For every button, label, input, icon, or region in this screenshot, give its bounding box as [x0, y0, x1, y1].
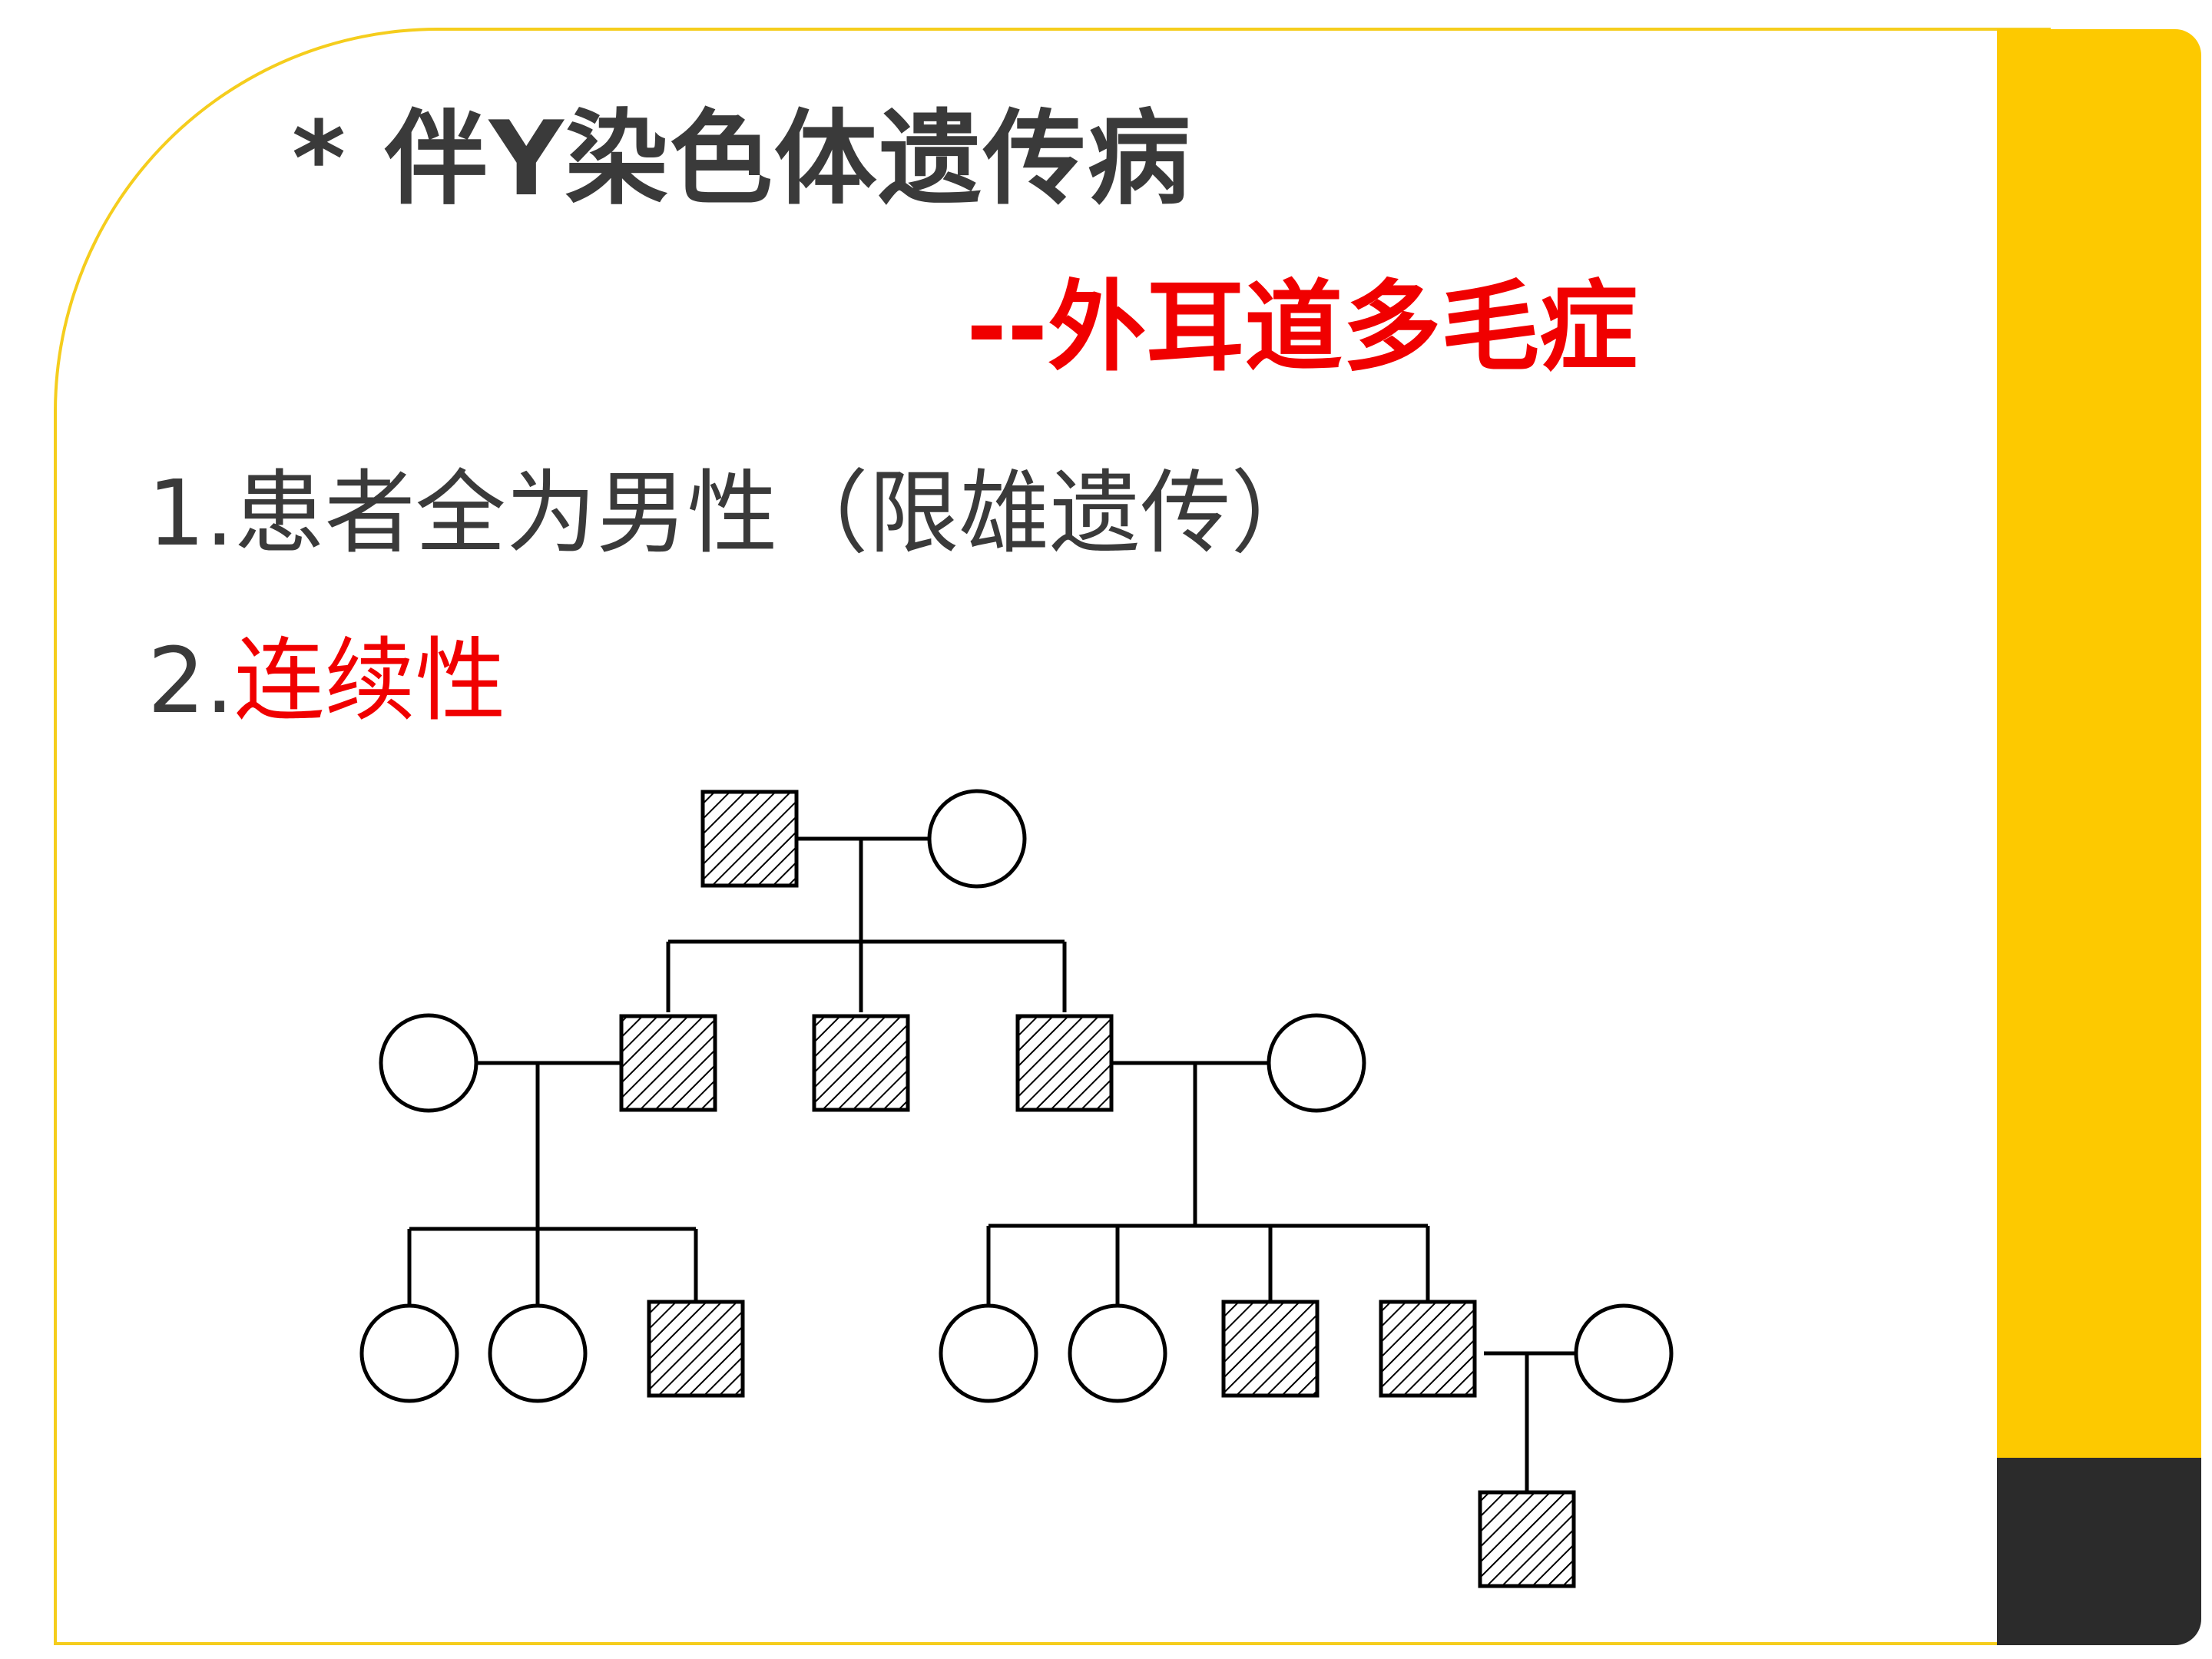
point-1-number: 1. [147, 460, 234, 566]
unaffected-female-symbol [1574, 1303, 1674, 1403]
affected-male-symbol [1015, 1014, 1114, 1112]
unaffected-female-symbol [379, 1013, 478, 1113]
point-1: 1.患者全为男性（限雄遗传） [147, 439, 1322, 571]
point-2-number: 2. [147, 628, 234, 733]
affected-male-symbol [1379, 1300, 1477, 1398]
affected-male-symbol [812, 1014, 910, 1112]
side-accent-bar [1997, 29, 2201, 1458]
unaffected-female-symbol [1068, 1303, 1167, 1403]
pedigree-lines [407, 836, 1578, 1492]
point-2-highlight: 连续性 [233, 628, 506, 733]
affected-male-symbol [619, 1014, 717, 1112]
affected-male-symbol [1221, 1300, 1320, 1398]
affected-male-symbol [647, 1300, 745, 1398]
slide-subtitle: --外耳道多毛症 [966, 270, 1638, 385]
slide-title: * 伴Y染色体遗传病 [292, 99, 1192, 219]
point-1-text: 患者全为男性（限雄遗传） [233, 460, 1322, 566]
unaffected-female-symbol [927, 789, 1027, 889]
point-2: 2.连续性 [147, 607, 506, 738]
affected-male-symbol [700, 790, 799, 888]
unaffected-female-symbol [359, 1303, 459, 1403]
unaffected-female-symbol [1267, 1013, 1366, 1113]
affected-male-symbol [1478, 1490, 1576, 1588]
unaffected-female-symbol [488, 1303, 588, 1403]
unaffected-female-symbol [939, 1303, 1038, 1403]
side-accent-bar-dark [1997, 1458, 2201, 1645]
